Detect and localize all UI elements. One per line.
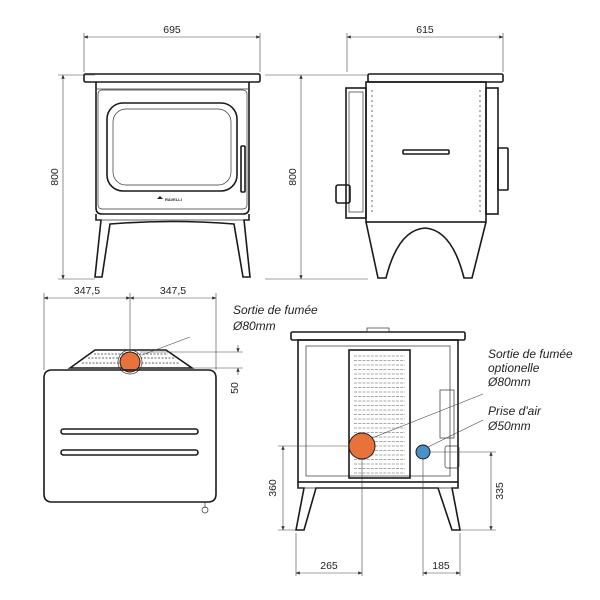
back-air-inlet xyxy=(415,444,431,460)
top-view: 347,5 347,5 50 Sortie de fumée Ø80mm xyxy=(43,285,318,514)
back-air-bracket xyxy=(439,389,455,439)
back-optional-flue xyxy=(348,432,376,460)
side-rear-inner xyxy=(348,91,364,213)
back-air-height-label: 335 xyxy=(494,482,506,500)
top-plate-outline xyxy=(43,369,217,503)
top-rail-upper xyxy=(60,428,199,435)
back-air-offset-label: 185 xyxy=(432,560,450,572)
back-view: Sortie de fumée optionelle Ø80mm Prise d… xyxy=(267,327,573,576)
side-top-plate xyxy=(367,73,504,83)
top-flue-size: Ø80mm xyxy=(232,319,276,333)
back-top-tab xyxy=(366,327,390,333)
brand-logo-icon xyxy=(157,196,163,199)
top-knob xyxy=(201,506,209,514)
top-half-left-label: 347,5 xyxy=(74,285,100,297)
front-glass-inner xyxy=(112,108,232,186)
back-inner-frame xyxy=(305,345,451,477)
back-air-title: Prise d'air xyxy=(488,404,542,418)
back-grille-slots xyxy=(354,355,405,474)
side-width-label: 615 xyxy=(416,24,434,36)
top-flue-collar xyxy=(117,349,143,375)
top-flue-leader xyxy=(141,336,191,356)
back-optional-flue-title: Sortie de fumée xyxy=(488,347,573,361)
top-flue-outlet xyxy=(119,351,141,373)
front-top-plate xyxy=(83,73,261,83)
front-height-label: 800 xyxy=(49,168,61,186)
back-top-plate xyxy=(290,331,466,341)
back-flue-height-label: 360 xyxy=(267,479,279,497)
front-brand-label: RAVELLI xyxy=(165,197,182,202)
back-air-clamp xyxy=(444,445,460,469)
side-rear-connector xyxy=(335,184,351,204)
front-view: 695 800 RAVELLI xyxy=(49,24,261,280)
back-flue-offset-label: 265 xyxy=(320,560,338,572)
side-door-handle xyxy=(497,147,509,191)
back-optional-flue-leader xyxy=(371,393,484,439)
front-legs xyxy=(94,214,251,278)
back-grille-panel xyxy=(348,349,411,479)
top-rear-grille xyxy=(67,349,195,369)
back-air-leader xyxy=(427,419,484,448)
top-half-right-label: 347,5 xyxy=(160,285,186,297)
top-offset-label: 50 xyxy=(229,382,241,394)
top-flue-title: Sortie de fumée xyxy=(233,303,318,317)
front-width-label: 695 xyxy=(163,24,181,36)
side-door-edge xyxy=(485,87,499,215)
back-optional-flue-size: Ø80mm xyxy=(487,375,531,389)
front-glass-window xyxy=(106,102,238,192)
side-legs xyxy=(365,221,487,279)
front-body xyxy=(95,82,250,215)
front-door-frame xyxy=(97,89,248,210)
side-body xyxy=(365,81,487,223)
top-rail-lower xyxy=(60,449,199,456)
back-air-size: Ø50mm xyxy=(487,419,531,433)
back-legs xyxy=(295,482,461,531)
side-view: 615 800 xyxy=(265,24,509,280)
side-height-label: 800 xyxy=(287,168,299,186)
front-door-handle xyxy=(240,145,246,193)
back-body xyxy=(297,339,459,483)
back-optional-flue-sub: optionelle xyxy=(488,361,540,375)
side-handle-slot xyxy=(402,149,450,155)
